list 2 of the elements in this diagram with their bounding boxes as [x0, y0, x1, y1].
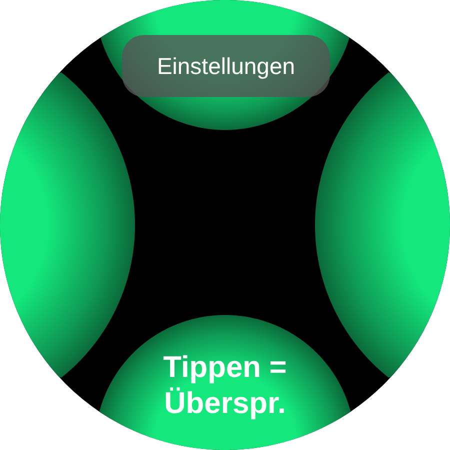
tap-to-skip-text: Tippen = Überspr. — [162, 350, 288, 422]
settings-button: Einstellungen — [122, 35, 330, 97]
